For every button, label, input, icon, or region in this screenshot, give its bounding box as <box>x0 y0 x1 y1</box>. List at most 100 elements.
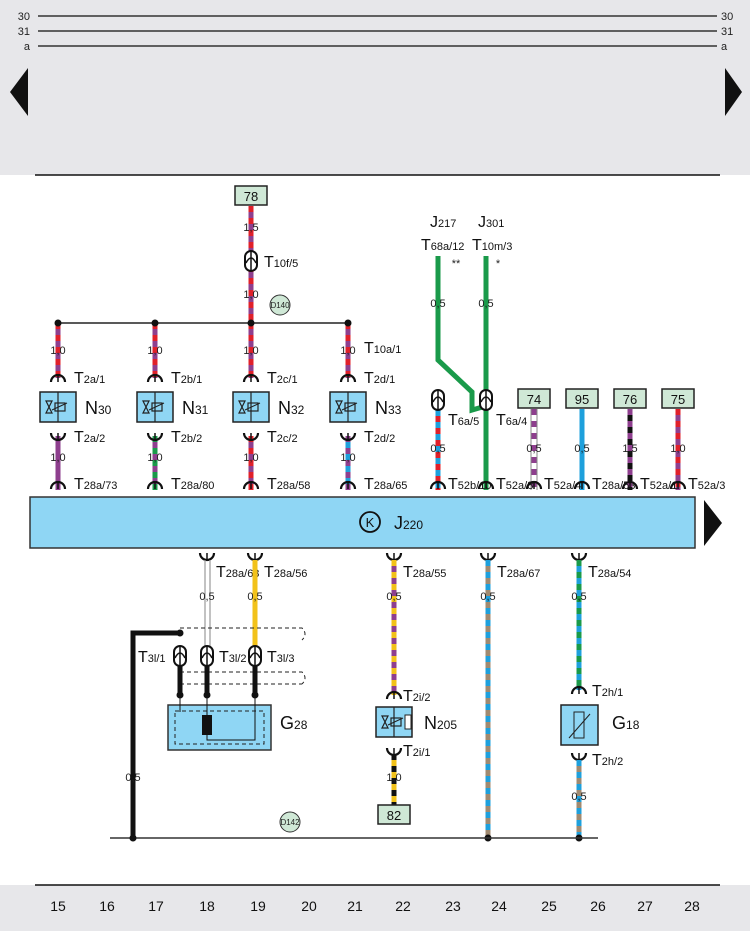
connector-t2a_1-letter: T <box>74 370 84 387</box>
plug-connector-icon <box>244 250 258 272</box>
connector-t3l_1-index: 3l/1 <box>148 653 166 665</box>
terminal-75: 75 <box>671 392 685 407</box>
wire-size: 1,0 <box>147 345 162 357</box>
connector-t2a_1-index: 2a/1 <box>84 374 105 386</box>
connector-t6a-4: T6a/4 <box>496 412 527 429</box>
connector-t2c_1: T2c/1 <box>267 370 298 387</box>
connector-t10m-3: T10m/3 <box>472 237 512 254</box>
component-n30: N30 <box>85 398 112 418</box>
rail-label-left: a <box>24 41 31 53</box>
connector-t52a_1-letter: T <box>640 476 650 493</box>
shield-line <box>180 671 306 685</box>
wire-size: 0,5 <box>571 791 586 803</box>
grid-number: 18 <box>199 898 215 914</box>
control-unit-j220[interactable] <box>29 496 696 549</box>
connector-t28a_53-letter: T <box>592 476 602 493</box>
page-next-arrow-icon[interactable] <box>725 68 742 116</box>
wire-size: 0,5 <box>480 591 495 603</box>
connector-t2b_1-index: 2b/1 <box>181 374 202 386</box>
resistor-icon <box>404 714 412 730</box>
control-unit-label: J220 <box>394 513 423 533</box>
connector-t2h-2: T2h/2 <box>592 752 623 769</box>
connector-t28a_73-index: 28a/73 <box>84 480 118 492</box>
connector-t6a-5: T6a/5 <box>448 412 479 429</box>
wire-size: 0,5 <box>574 443 589 455</box>
wire-size: 0,5 <box>526 443 541 455</box>
valve-n33 <box>329 391 367 423</box>
connector-t68a-12-letter: T <box>421 237 431 254</box>
connector-t2d_1-index: 2d/1 <box>374 374 395 386</box>
grid-number: 15 <box>50 898 66 914</box>
thermistor-icon <box>573 711 585 739</box>
connector-t2c_2: T2c/2 <box>267 429 298 446</box>
control-unit-label-letter: J <box>394 513 403 533</box>
connector-t68a-12-index: 68a/12 <box>431 241 465 253</box>
connector-t28a_56-letter: T <box>264 564 274 581</box>
wire <box>130 630 180 838</box>
connector-t28a_54-letter: T <box>588 564 598 581</box>
grid-number: 24 <box>491 898 507 914</box>
inductive-coil-icon <box>202 715 212 735</box>
terminal-78: 78 <box>244 189 258 204</box>
connector-t2d_1: T2d/1 <box>364 370 395 387</box>
grid-number: 16 <box>99 898 115 914</box>
connector-t2b_2: T2b/2 <box>171 429 202 446</box>
unit-j217-letter: J <box>430 214 438 231</box>
plug-connector-icon <box>248 645 262 667</box>
connector-t10a-1-letter: T <box>364 340 374 357</box>
component-n30-index: 30 <box>98 403 112 417</box>
wire-size: 1,5 <box>622 443 637 455</box>
connector-t3l_3-index: 3l/3 <box>277 653 295 665</box>
connector-t28a_80-index: 28a/80 <box>181 480 215 492</box>
component-n205-letter: N <box>424 713 437 733</box>
wire-size: 0,5 <box>430 298 445 310</box>
valve-n32 <box>232 391 270 423</box>
shield-line <box>180 627 306 641</box>
component-n31: N31 <box>182 398 209 418</box>
connector-t2a_2-letter: T <box>74 429 84 446</box>
valve-n30 <box>39 391 77 423</box>
unit-j217: J217 <box>430 214 456 231</box>
grid-number: 19 <box>250 898 266 914</box>
connector-t3l_2: T3l/2 <box>219 649 247 666</box>
connector-t28a_55-letter: T <box>403 564 413 581</box>
terminal-95-box <box>565 388 599 409</box>
component-n30-letter: N <box>85 398 98 418</box>
junction-dot <box>54 319 62 327</box>
wire-size: 1,0 <box>340 345 355 357</box>
page-prev-arrow-icon[interactable] <box>10 68 28 116</box>
connector-t28a_67-index: 28a/67 <box>507 568 541 580</box>
connector-t10m-3-letter: T <box>472 237 482 254</box>
connector-t2b_2-letter: T <box>171 429 181 446</box>
grid-number: 23 <box>445 898 461 914</box>
junction-dot <box>344 319 352 327</box>
component-n33-letter: N <box>375 398 388 418</box>
connector-t6a-5-letter: T <box>448 412 458 429</box>
connector-t2h-2-index: 2h/2 <box>602 756 623 768</box>
coil-icon <box>344 402 356 412</box>
connector-t2i-2-letter: T <box>403 688 413 705</box>
connector-t28a_58: T28a/58 <box>267 476 310 493</box>
grid-number: 21 <box>347 898 363 914</box>
connector-t28a_73-letter: T <box>74 476 84 493</box>
connector-t52a_4-index: 52a/4 <box>554 480 582 492</box>
grid-number: 20 <box>301 898 317 914</box>
valve-symbol-icon <box>238 400 246 414</box>
grid-number: 25 <box>541 898 557 914</box>
junction-dot <box>247 319 255 327</box>
component-n32-index: 32 <box>291 403 305 417</box>
grid-number: 17 <box>148 898 164 914</box>
connector-t28a_63: T28a/63 <box>216 564 259 581</box>
wire-size: 1,0 <box>243 289 258 301</box>
connector-t3l_1: T3l/1 <box>138 649 166 666</box>
component-n205-index: 205 <box>437 718 457 732</box>
valve-symbol-icon <box>335 400 343 414</box>
connector-t6a-5-index: 6a/5 <box>458 416 479 428</box>
wire-size: 1,0 <box>50 452 65 464</box>
connector-t10m-3-index: 10m/3 <box>482 241 513 253</box>
connector-t2d_1-letter: T <box>364 370 374 387</box>
connector-t52a_3: T52a/3 <box>688 476 725 493</box>
connector-t3l_1-letter: T <box>138 649 148 666</box>
earth-point-d140: D140 <box>270 301 290 310</box>
control-unit-label-index: 220 <box>403 518 423 532</box>
